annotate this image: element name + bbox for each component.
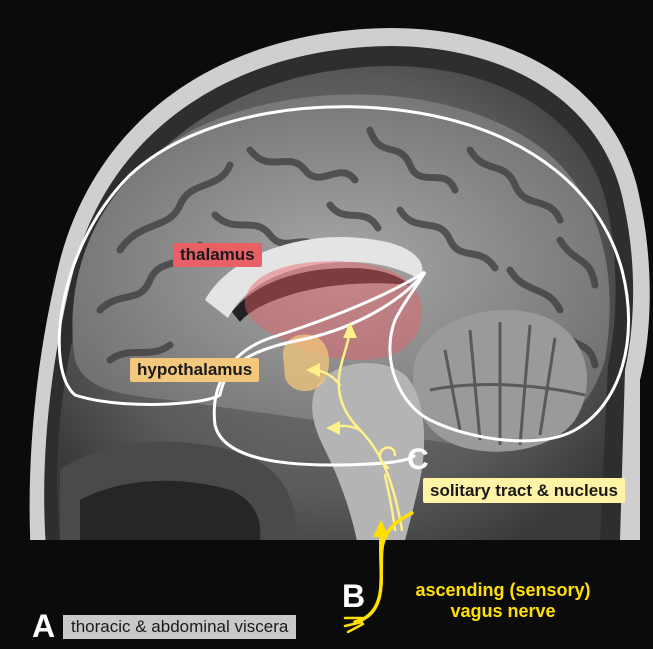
marker-c: C [407, 445, 429, 475]
marker-a: A [32, 610, 55, 642]
viscera-label: thoracic & abdominal viscera [63, 615, 296, 639]
vagus-label-line2: vagus nerve [398, 601, 608, 622]
hypothalamus-label: hypothalamus [130, 358, 259, 382]
vagus-nerve-label: ascending (sensory) vagus nerve [398, 580, 608, 622]
marker-b: B [342, 580, 365, 612]
vagus-nerve-lower [381, 537, 382, 585]
thalamus-label: thalamus [173, 243, 262, 267]
vagus-label-line1: ascending (sensory) [398, 580, 608, 601]
solitary-tract-label: solitary tract & nucleus [423, 478, 625, 503]
